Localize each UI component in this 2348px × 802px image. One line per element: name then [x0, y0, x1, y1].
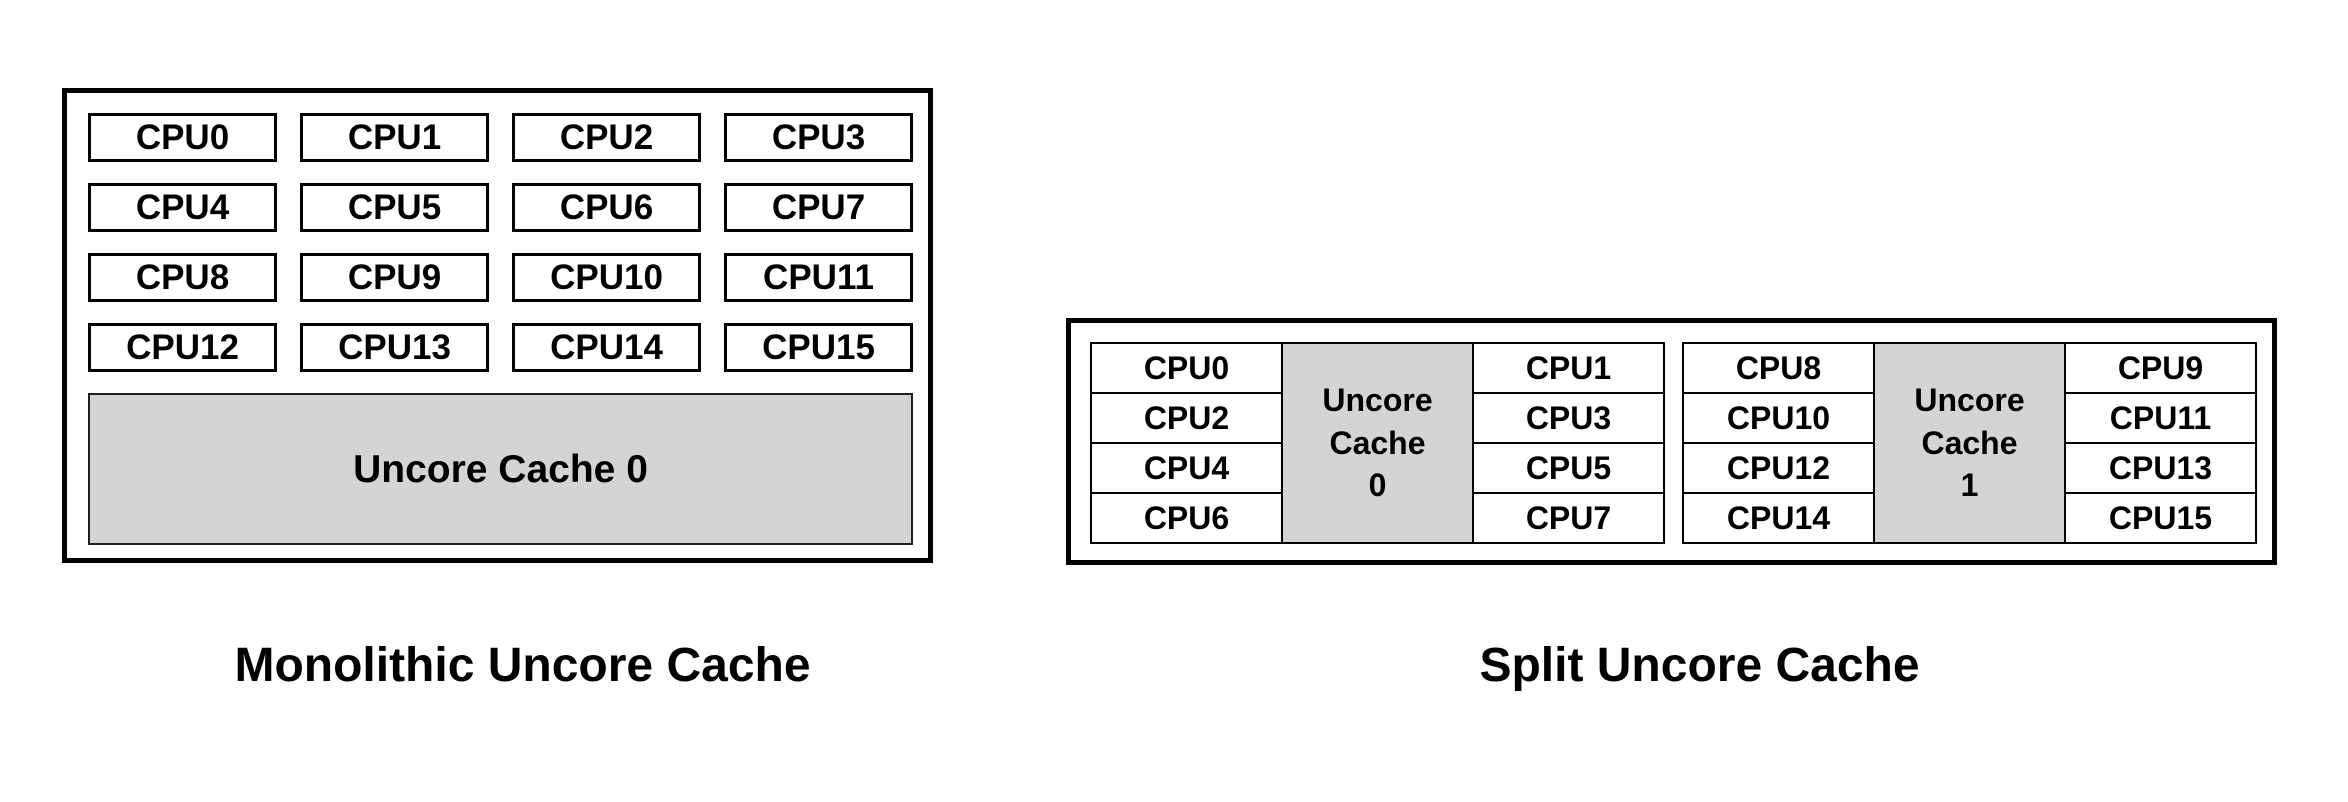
cpu-cell: CPU7	[1472, 492, 1665, 544]
cache-label-line: Cache	[1329, 424, 1426, 461]
cpu-box: CPU13	[300, 323, 489, 372]
cpu-cell: CPU5	[1472, 442, 1665, 494]
cache-label-line: Uncore	[1914, 382, 2025, 419]
cpu-cell: CPU10	[1682, 392, 1875, 444]
cpu-box: CPU1	[300, 113, 489, 162]
cpu-cell: CPU4	[1090, 442, 1283, 494]
cpu-box: CPU7	[724, 183, 913, 232]
cpu-cell: CPU14	[1682, 492, 1875, 544]
cpu-box: CPU6	[512, 183, 701, 232]
cpu-box: CPU5	[300, 183, 489, 232]
cpu-box: CPU4	[88, 183, 277, 232]
cpu-cell: CPU8	[1682, 342, 1875, 394]
cpu-box: CPU9	[300, 253, 489, 302]
cache-label-line: Cache	[1921, 424, 2018, 461]
cpu-cell: CPU13	[2064, 442, 2257, 494]
cpu-cell: CPU9	[2064, 342, 2257, 394]
cache-label-line: Uncore	[1322, 382, 1433, 419]
monolithic-cpu-grid: CPU0 CPU1 CPU2 CPU3 CPU4 CPU5 CPU6 CPU7 …	[88, 113, 913, 372]
cpu-cell: CPU15	[2064, 492, 2257, 544]
cpu-cell: CPU1	[1472, 342, 1665, 394]
split-group-1-table: CPU8 Uncore Cache 1 CPU9 CPU10 CPU11 CPU…	[1682, 342, 2257, 544]
cpu-box: CPU11	[724, 253, 913, 302]
uncore-cache-0-cell: Uncore Cache 0	[1281, 342, 1474, 544]
split-group-0-table: CPU0 Uncore Cache 0 CPU1 CPU2 CPU3 CPU4 …	[1090, 342, 1665, 544]
cache-label-line: 0	[1368, 467, 1387, 504]
cpu-box: CPU15	[724, 323, 913, 372]
monolithic-caption: Monolithic Uncore Cache	[234, 639, 811, 692]
cpu-box: CPU12	[88, 323, 277, 372]
cpu-cell: CPU0	[1090, 342, 1283, 394]
cpu-cell: CPU12	[1682, 442, 1875, 494]
cpu-box: CPU0	[88, 113, 277, 162]
monolithic-package-box: CPU0 CPU1 CPU2 CPU3 CPU4 CPU5 CPU6 CPU7 …	[62, 88, 933, 563]
cpu-box: CPU10	[512, 253, 701, 302]
cpu-cell: CPU6	[1090, 492, 1283, 544]
uncore-cache-0-box: Uncore Cache 0	[88, 393, 913, 545]
cpu-cell: CPU2	[1090, 392, 1283, 444]
cpu-box: CPU2	[512, 113, 701, 162]
cpu-box: CPU8	[88, 253, 277, 302]
cpu-box: CPU3	[724, 113, 913, 162]
cpu-box: CPU14	[512, 323, 701, 372]
cpu-cell: CPU3	[1472, 392, 1665, 444]
split-package-box: CPU0 Uncore Cache 0 CPU1 CPU2 CPU3 CPU4 …	[1066, 318, 2277, 565]
uncore-cache-1-cell: Uncore Cache 1	[1873, 342, 2066, 544]
split-caption: Split Uncore Cache	[1479, 639, 1920, 692]
cache-label-line: 1	[1960, 467, 1979, 504]
cpu-cell: CPU11	[2064, 392, 2257, 444]
